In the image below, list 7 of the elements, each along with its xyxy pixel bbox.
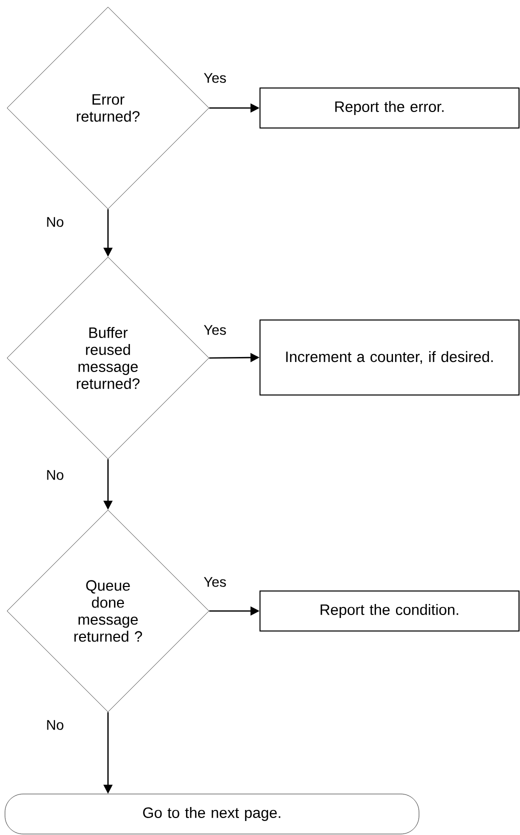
edge-label: No [45, 719, 65, 731]
terminal-box: Go to the next page. [4, 794, 420, 834]
process-box: Increment a counter, if desired. [260, 320, 520, 396]
process-box: Report the condition. [260, 590, 520, 632]
edge-label: No [45, 216, 65, 228]
edge-label: No [45, 469, 65, 481]
process-box: Report the error. [260, 88, 520, 128]
